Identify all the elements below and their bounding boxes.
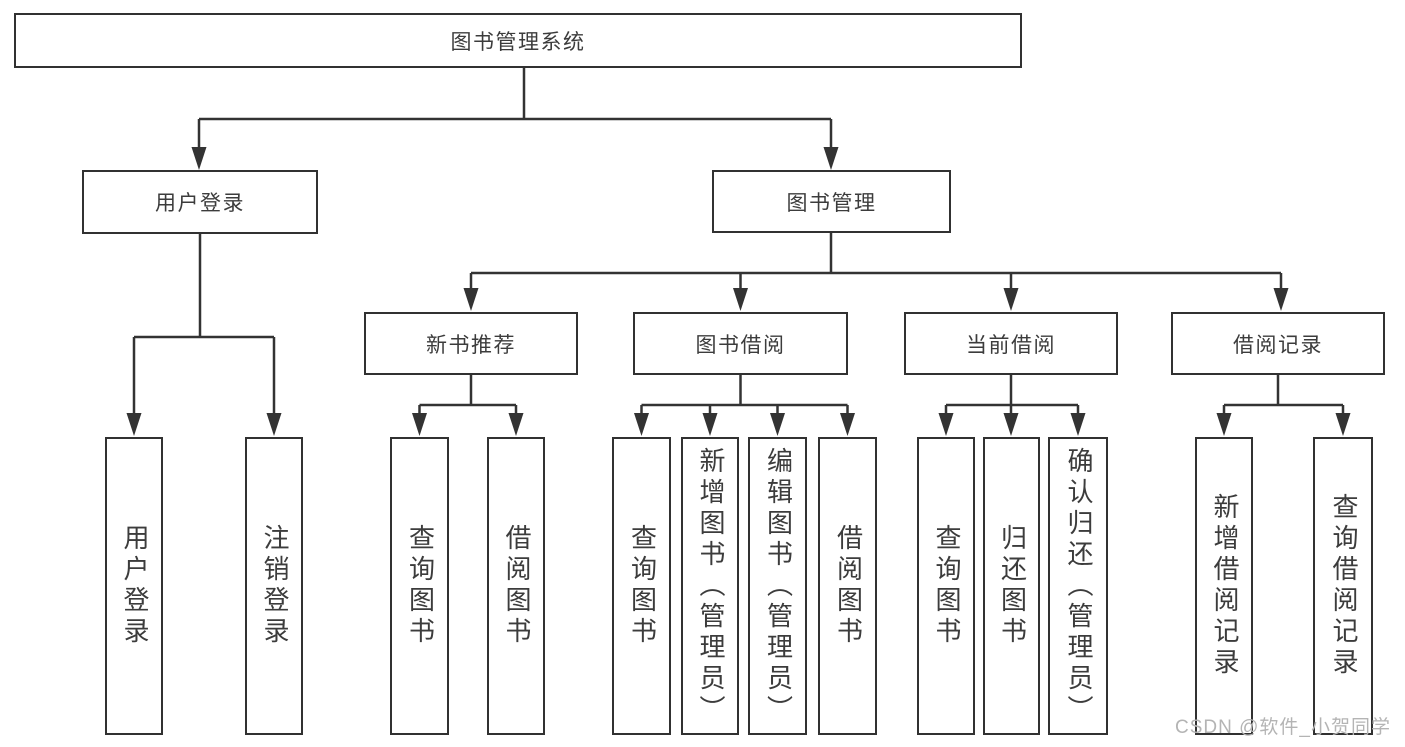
edge-root-to-level2 [197, 68, 833, 150]
edge-current-borrow-to-leaves [944, 375, 1080, 416]
node-current-borrow-label: 当前借阅 [966, 333, 1056, 357]
node-book-management: 图书管理 [712, 170, 951, 233]
node-borrow-record-label: 借阅记录 [1233, 333, 1323, 357]
arrowhead [770, 413, 785, 436]
edge-user-login-to-leaves [132, 234, 276, 416]
node-leaf-cb-query-books: 查询图书 [917, 437, 975, 735]
arrowhead [840, 413, 855, 436]
arrowhead [733, 288, 748, 311]
node-leaf-cb-confirm-return-admin: 确认归还（管理员） [1048, 437, 1108, 735]
node-book-borrow-label: 图书借阅 [695, 333, 786, 357]
node-leaf-bb-query-books-label: 查询图书 [627, 524, 658, 648]
node-new-book-recommend: 新书推荐 [364, 312, 578, 375]
node-borrow-record: 借阅记录 [1171, 312, 1385, 375]
watermark: CSDN @软件_小贺同学 [1175, 717, 1391, 738]
node-leaf-bb-edit-books-admin: 编辑图书（管理员） [748, 437, 807, 735]
node-user-login-label: 用户登录 [155, 192, 245, 215]
arrowhead [126, 413, 142, 436]
arrowhead [1216, 413, 1232, 436]
node-leaf-br-add-record-label: 新增借阅记录 [1209, 493, 1240, 679]
node-new-book-recommend-label: 新书推荐 [426, 333, 516, 357]
arrowhead [634, 413, 649, 436]
arrowhead [1335, 413, 1351, 436]
arrowhead [702, 413, 718, 436]
arrowhead [191, 147, 207, 170]
node-leaf-br-add-record: 新增借阅记录 [1195, 437, 1253, 735]
node-leaf-cb-return-books-label: 归还图书 [997, 524, 1028, 648]
arrowhead [1273, 288, 1289, 311]
node-leaf-nb-query-books: 查询图书 [390, 437, 449, 735]
node-leaf-bb-edit-books-admin-label: 编辑图书（管理员） [763, 446, 794, 726]
node-leaf-logout-label: 注销登录 [259, 524, 290, 648]
node-root: 图书管理系统 [14, 13, 1022, 68]
node-user-login: 用户登录 [82, 170, 318, 234]
node-current-borrow: 当前借阅 [904, 312, 1118, 375]
node-leaf-bb-query-books: 查询图书 [612, 437, 671, 735]
node-leaf-br-query-record: 查询借阅记录 [1313, 437, 1373, 735]
node-leaf-br-query-record-label: 查询借阅记录 [1328, 493, 1359, 679]
node-leaf-cb-confirm-return-admin-label: 确认归还（管理员） [1063, 446, 1094, 726]
node-leaf-nb-borrow-books-label: 借阅图书 [501, 524, 532, 648]
node-book-borrow: 图书借阅 [633, 312, 848, 375]
arrowhead [508, 413, 524, 436]
arrow-heads [126, 147, 1351, 436]
arrowhead [823, 147, 839, 170]
arrowhead [266, 413, 282, 436]
edge-borrow-record-to-leaves [1222, 375, 1345, 416]
arrowhead [463, 288, 479, 311]
edge-book-borrow-to-leaves [640, 375, 849, 416]
node-leaf-bb-borrow-books-label: 借阅图书 [833, 524, 864, 648]
node-leaf-cb-query-books-label: 查询图书 [931, 524, 962, 648]
arrowhead [1003, 413, 1019, 436]
node-root-label: 图书管理系统 [450, 30, 586, 54]
node-leaf-user-login-label: 用户登录 [119, 524, 150, 648]
edge-new-book-to-leaves [418, 375, 518, 416]
node-leaf-bb-add-books-admin: 新增图书（管理员） [681, 437, 739, 735]
node-leaf-user-login: 用户登录 [105, 437, 163, 735]
node-leaf-cb-return-books: 归还图书 [983, 437, 1040, 735]
node-leaf-nb-query-books-label: 查询图书 [405, 524, 436, 648]
node-leaf-bb-borrow-books: 借阅图书 [818, 437, 877, 735]
node-book-management-label: 图书管理 [786, 191, 877, 215]
arrowhead [1003, 288, 1019, 311]
edge-book-management-to-level3 [469, 233, 1283, 290]
arrowhead [1070, 413, 1086, 436]
node-leaf-nb-borrow-books: 借阅图书 [487, 437, 545, 735]
node-leaf-logout: 注销登录 [245, 437, 303, 735]
arrowhead [412, 413, 427, 436]
arrowhead [938, 413, 954, 436]
node-leaf-bb-add-books-admin-label: 新增图书（管理员） [695, 446, 726, 726]
